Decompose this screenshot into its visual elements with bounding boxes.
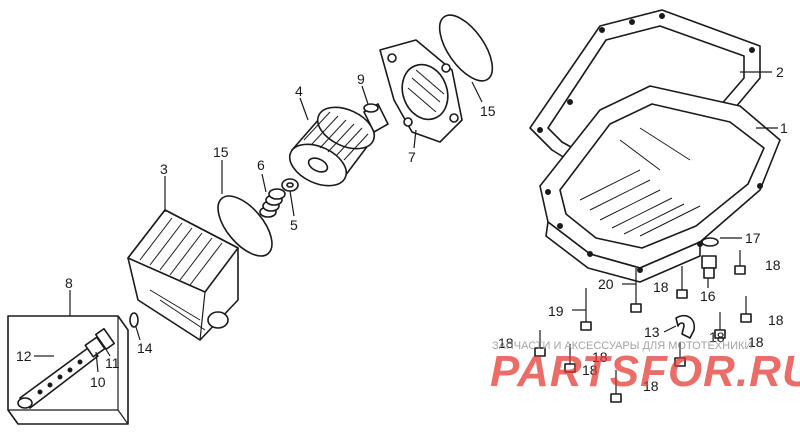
callout-18-e: 18 (709, 329, 725, 345)
callout-17: 17 (745, 230, 761, 246)
watermark-brand: PARTSFOR.RU (490, 347, 800, 396)
part-7-oil-pump (379, 39, 463, 143)
watermark-subtitle: ЗАПЧАСТИ И АКСЕССУАРЫ ДЛЯ МОТОТЕХНИКИ (492, 340, 752, 352)
callout-20: 20 (598, 276, 614, 292)
callout-18-i: 18 (643, 378, 659, 394)
callout-16: 16 (700, 288, 716, 304)
part-15-o-ring-right (438, 14, 494, 82)
callout-6: 6 (257, 157, 265, 173)
callout-10: 10 (90, 374, 106, 390)
part-5-washer (281, 178, 299, 192)
callout-12: 12 (16, 348, 32, 364)
callout-14: 14 (137, 340, 153, 356)
callout-9: 9 (357, 71, 365, 87)
callout-7: 7 (408, 149, 416, 165)
callout-2: 2 (776, 64, 784, 80)
callout-19: 19 (548, 303, 564, 319)
part-17-washer (701, 237, 719, 247)
part-15-o-ring-left (217, 195, 273, 257)
part-1-oil-pan (539, 85, 781, 283)
part-4-filter-element (288, 106, 376, 187)
callout-18-b: 18 (653, 279, 669, 295)
leader-lines (46, 71, 778, 373)
part-9-sleeve (363, 103, 389, 133)
part-20-bolt (630, 268, 642, 313)
callout-13: 13 (644, 324, 660, 340)
callout-18-c: 18 (768, 312, 784, 328)
callout-18-f: 18 (498, 335, 514, 351)
part-13-pipe (675, 314, 696, 339)
callout-8: 8 (65, 275, 73, 291)
part-8-strainer-box (7, 315, 129, 425)
callout-18-a: 18 (765, 257, 781, 273)
part-3-filter-cover (127, 209, 239, 341)
part-6-spring (259, 188, 286, 218)
part-14-o-ring (129, 312, 139, 328)
callout-18-h: 18 (582, 362, 598, 378)
callout-numbers: 1 2 3 4 5 6 7 8 9 10 11 12 13 14 15 15 1… (16, 64, 788, 394)
callout-4: 4 (295, 83, 303, 99)
part-18-bolts (534, 250, 752, 403)
callout-18-d: 18 (748, 334, 764, 350)
callout-18-g: 18 (592, 349, 608, 365)
callout-1: 1 (780, 120, 788, 136)
callout-15-right: 15 (480, 103, 496, 119)
callout-11: 11 (105, 355, 120, 371)
part-19-bolt (580, 288, 592, 331)
callout-5: 5 (290, 217, 298, 233)
part-16-drain-bolt (701, 255, 717, 279)
callout-15-left: 15 (213, 144, 229, 160)
callout-3: 3 (160, 161, 168, 177)
watermark: ЗАПЧАСТИ И АКСЕССУАРЫ ДЛЯ МОТОТЕХНИКИ PA… (490, 340, 800, 396)
